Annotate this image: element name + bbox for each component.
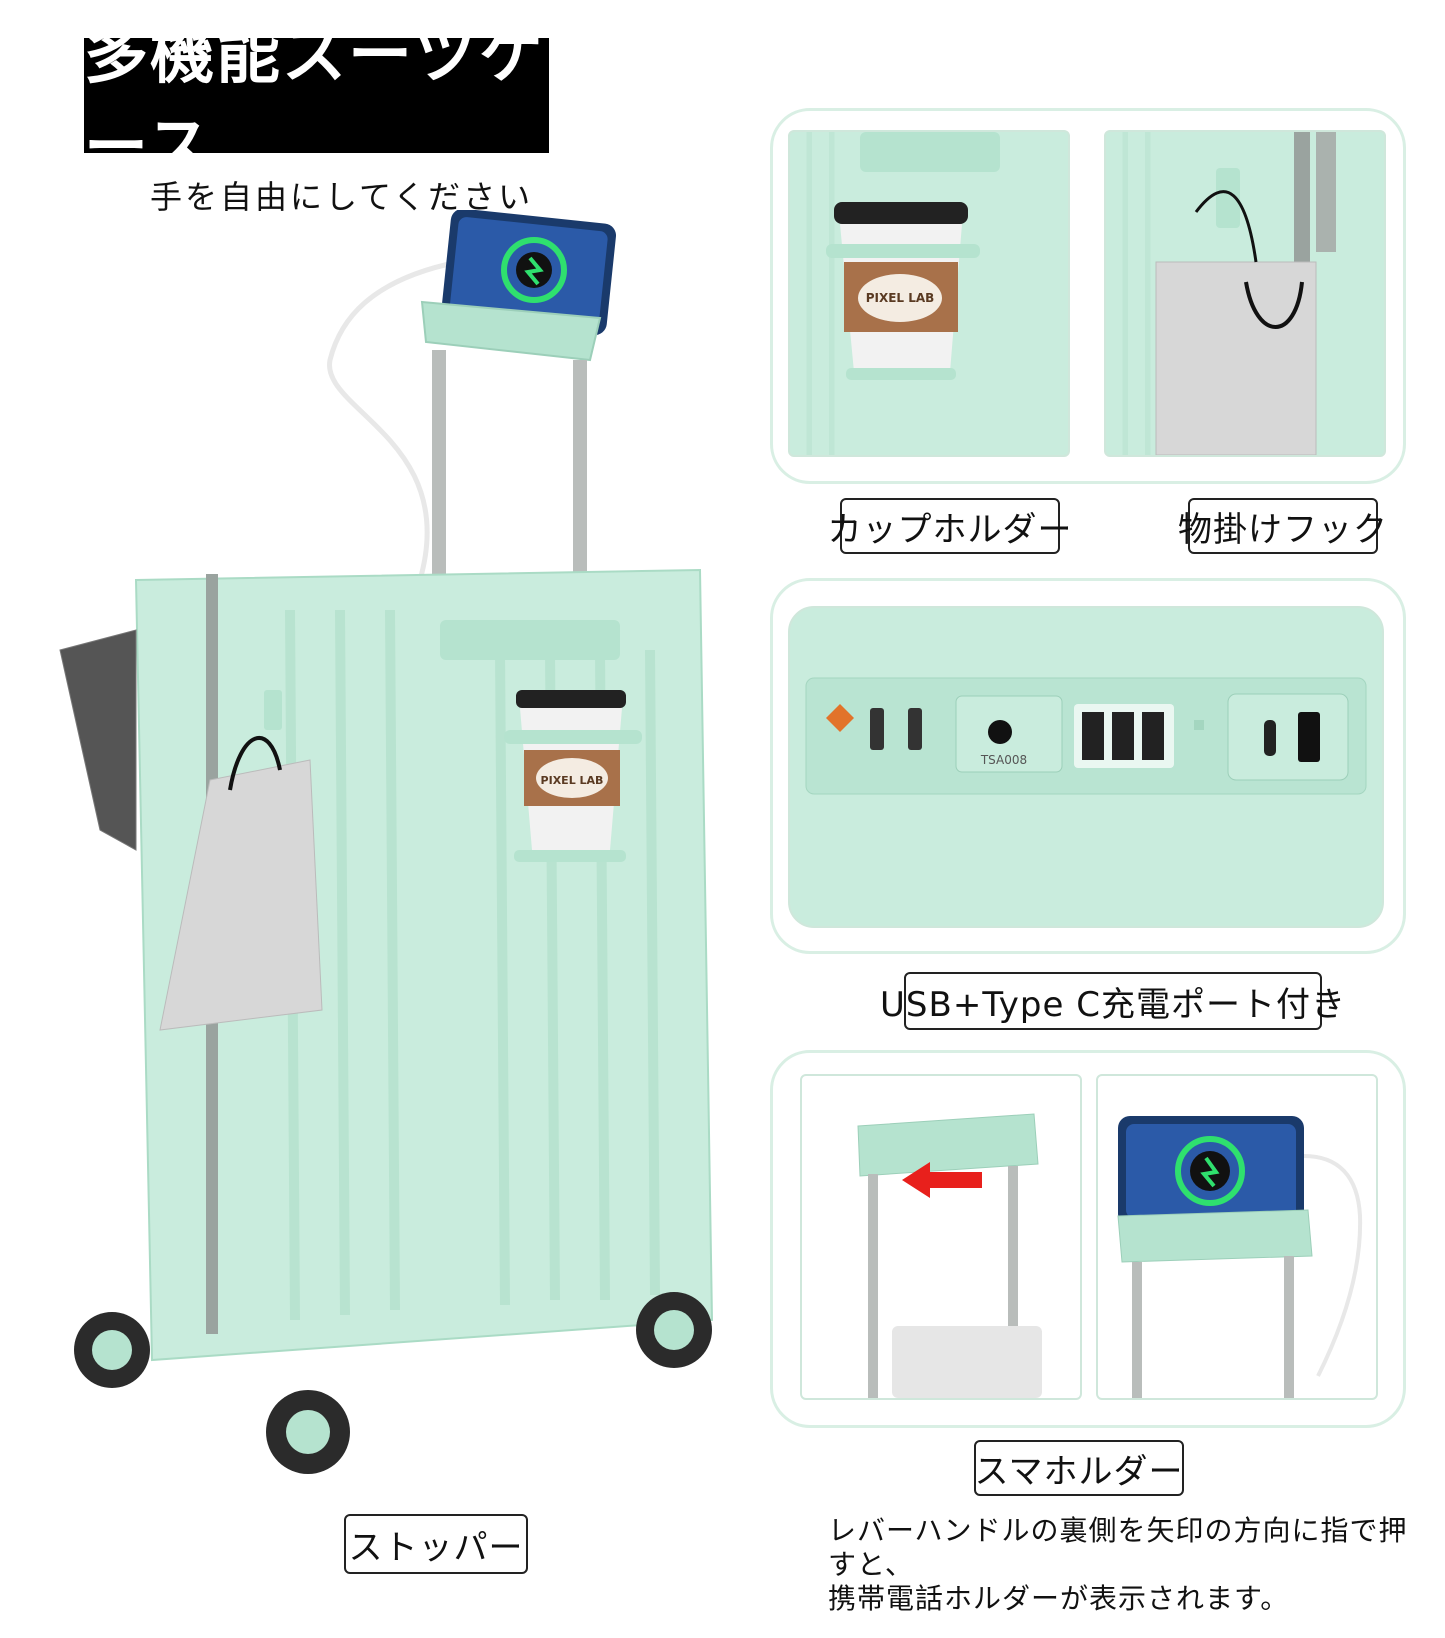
suitcase-illustration: PIXEL LAB	[59, 210, 714, 1474]
photo-hook	[1104, 130, 1386, 457]
cup-holder-image: PIXEL LAB	[826, 132, 1000, 380]
photo-cup-holder: PIXEL LAB	[788, 130, 1070, 457]
photo-phone-holder	[1096, 1074, 1378, 1400]
usb-ports-image: TSA008	[805, 677, 1367, 795]
label-hook: 物掛けフック	[1178, 498, 1387, 554]
phone-on-handle	[441, 210, 617, 336]
shopping-bag	[159, 690, 323, 1031]
label-usb: USB+Type C充電ポート付き	[880, 972, 1345, 1030]
photo-usb-ports: TSA008	[788, 606, 1384, 928]
note-line-1: レバーハンドルの裏側を矢印の方向に指で押すと、	[828, 1514, 1408, 1581]
front-pocket	[59, 629, 137, 851]
photo-lever	[800, 1074, 1082, 1400]
body-ribs	[285, 609, 660, 1321]
cup-brand-text: PIXEL LAB	[541, 774, 604, 787]
label-phone-holder: スマホルダー	[974, 1440, 1184, 1496]
charging-cable	[327, 259, 459, 581]
phone-holder	[420, 300, 602, 362]
label-stopper: ストッパー	[344, 1514, 528, 1574]
page-title: 多機能スーツケース	[84, 19, 549, 185]
phone-holder-note: レバーハンドルの裏側を矢印の方向に指で押すと、 携帯電話ホルダーが表示されます。	[828, 1514, 1418, 1616]
cup	[504, 690, 642, 862]
note-line-2: 携帯電話ホルダーが表示されます。	[828, 1582, 1290, 1615]
handle-base	[440, 620, 620, 660]
wheels	[74, 1292, 712, 1474]
cup-holder-brand: PIXEL LAB	[866, 291, 935, 305]
phone-holder-image	[1117, 1116, 1363, 1398]
hook-image	[1155, 132, 1336, 455]
label-cup-holder: カップホルダー	[828, 498, 1072, 554]
lock-code-text: TSA008	[980, 753, 1027, 767]
lever-image	[857, 1113, 1042, 1398]
